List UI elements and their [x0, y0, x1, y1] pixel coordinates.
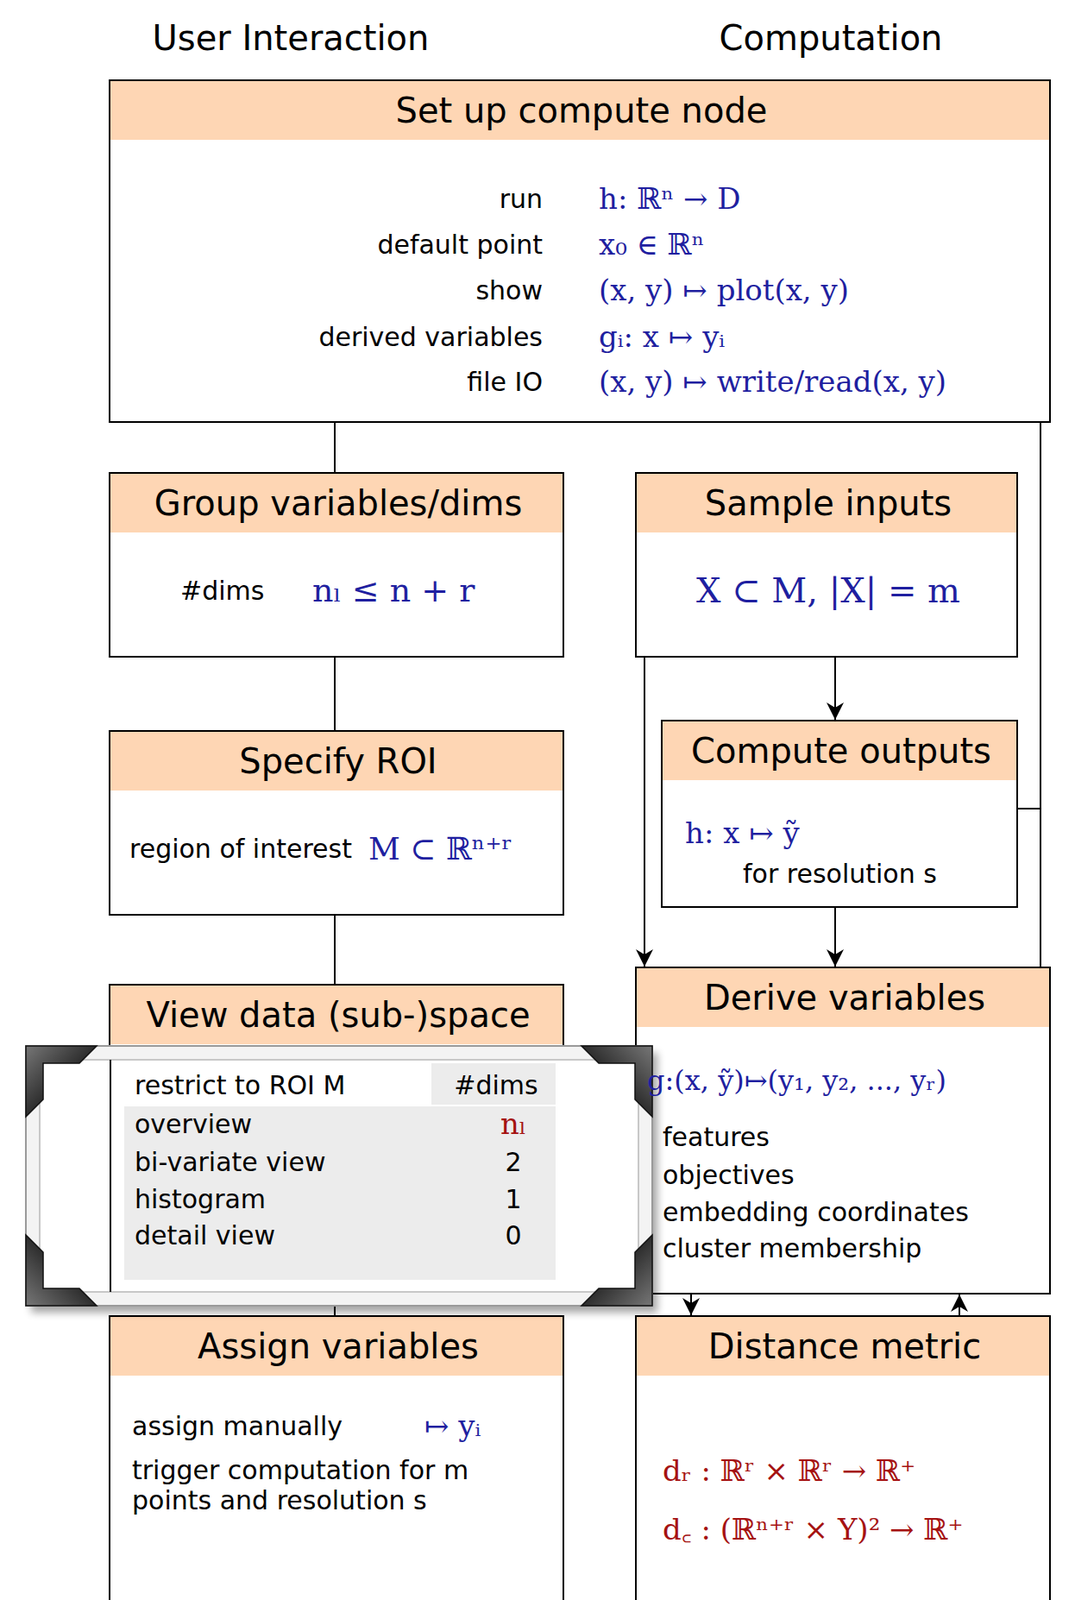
flow-connector	[333, 422, 336, 472]
process-box: Specify ROI region of interest M ⊂ ℝⁿ⁺ʳ	[108, 729, 565, 916]
box-text: d꜀ : (ℝⁿ⁺ʳ × Y)² → ℝ⁺	[662, 1508, 964, 1548]
box-text: show	[475, 275, 543, 306]
box-heading: Compute outputs	[691, 730, 992, 771]
box-text: assign manually	[132, 1410, 343, 1441]
box-text: for resolution s	[742, 858, 937, 889]
flow-connector	[690, 1294, 692, 1315]
box-text: bi-variate view	[134, 1146, 326, 1177]
flow-connector	[333, 915, 336, 984]
box-text: x₀ ∈ ℝⁿ	[598, 226, 705, 262]
box-heading: View data (sub-)space	[145, 994, 530, 1035]
box-heading: Sample inputs	[704, 483, 952, 523]
box-text: (x, y) ↦ write/read(x, y)	[598, 364, 947, 399]
flow-connector	[834, 657, 837, 720]
process-box: Distance metric dᵣ : ℝʳ × ℝʳ → ℝ⁺ d꜀ : (ℝⁿ…	[634, 1314, 1051, 1600]
process-box: View data (sub-)space restrict to ROI M #d…	[108, 983, 565, 1295]
box-text: g:(x, ỹ)↦(y₁, y₂, ..., yᵣ)	[647, 1063, 947, 1097]
box-heading: Specify ROI	[238, 741, 437, 781]
process-box: Compute outputs h: x ↦ ỹ for resolution s	[660, 719, 1019, 908]
box-text: X ⊂ M, |X| = m	[696, 570, 961, 610]
box-text: file IO	[466, 366, 543, 397]
box-text: objectives	[662, 1159, 795, 1190]
box-text: detail view	[134, 1219, 276, 1251]
box-text: histogram	[134, 1183, 266, 1214]
process-box: Assign variables assign manually ↦ yᵢ trigg…	[108, 1314, 565, 1600]
box-text: run	[499, 183, 543, 214]
box-text: embedding coordinates	[662, 1196, 969, 1227]
box-text: h: x ↦ ỹ	[685, 815, 800, 850]
box-text: nₗ	[500, 1106, 527, 1141]
box-text: features	[662, 1121, 770, 1152]
process-box: Set up compute node run h: ℝⁿ → D default p…	[108, 79, 1051, 423]
box-text: restrict to ROI M	[134, 1069, 346, 1101]
box-text: 0	[504, 1219, 522, 1251]
box-text: #dims	[180, 575, 265, 606]
flow-connector	[1018, 422, 1041, 809]
box-text: #dims	[453, 1069, 538, 1101]
box-text: h: ℝⁿ → D	[598, 181, 742, 216]
box-text: 2	[504, 1146, 522, 1177]
flow-connector	[333, 657, 336, 730]
box-text: gᵢ: x ↦ yᵢ	[598, 319, 725, 354]
box-text: 1	[504, 1183, 522, 1214]
box-heading: Group variables/dims	[154, 483, 522, 523]
box-heading: Distance metric	[708, 1326, 981, 1366]
box-text: trigger computation for m points and res…	[132, 1454, 486, 1516]
box-text: cluster membership	[662, 1232, 922, 1264]
box-text: nₗ ≤ n + r	[312, 571, 475, 610]
flow-connector	[958, 1294, 961, 1315]
flow-connector	[834, 907, 837, 967]
box-text: default point	[377, 229, 543, 260]
process-box: Derive variables g:(x, ỹ)↦(y₁, y₂, ..., y…	[634, 966, 1051, 1295]
box-text: region of interest	[129, 833, 353, 864]
box-heading: Assign variables	[197, 1326, 479, 1366]
flow-connector	[1039, 422, 1042, 967]
box-text: ↦ yᵢ	[424, 1408, 481, 1443]
flow-connector	[643, 657, 646, 967]
box-text: overview	[134, 1108, 252, 1139]
column-heading: User Interaction	[152, 18, 430, 58]
box-heading: Derive variables	[704, 977, 986, 1018]
box-text: (x, y) ↦ plot(x, y)	[598, 272, 849, 308]
box-heading: Set up compute node	[396, 90, 768, 131]
flow-connector	[333, 1294, 336, 1315]
column-heading: Computation	[719, 18, 943, 58]
box-text: dᵣ : ℝʳ × ℝʳ → ℝ⁺	[662, 1452, 916, 1488]
process-box: Sample inputs X ⊂ M, |X| = m	[634, 471, 1019, 658]
box-text: M ⊂ ℝⁿ⁺ʳ	[368, 830, 513, 867]
box-text: derived variables	[318, 321, 543, 353]
process-box: Group variables/dims #dims nₗ ≤ n + r	[108, 471, 565, 658]
